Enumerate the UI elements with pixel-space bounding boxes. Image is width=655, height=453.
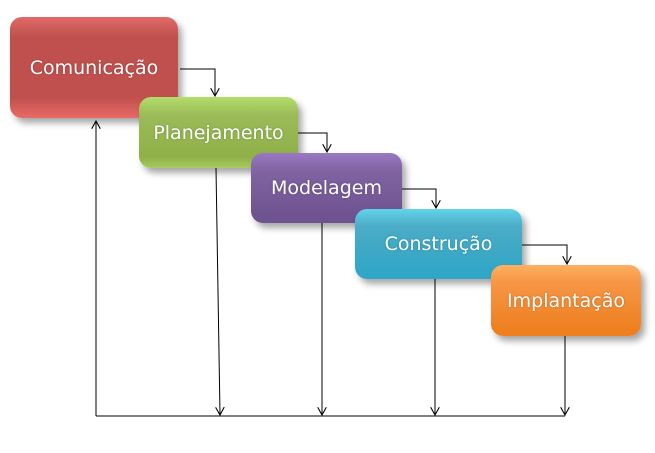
stage-modelagem: Modelagem bbox=[251, 153, 402, 223]
arrow-comunicacao-to-planejamento bbox=[180, 68, 215, 96]
stage-label: Planejamento bbox=[153, 121, 284, 144]
stage-label: Construção bbox=[384, 233, 493, 255]
stage-label: Comunicação bbox=[29, 56, 159, 79]
arrow-planejamento-to-modelagem bbox=[298, 132, 327, 152]
stage-label: Modelagem bbox=[271, 177, 382, 199]
arrow-modelagem-to-construcao bbox=[402, 188, 436, 208]
arrow-construcao-to-implantacao bbox=[522, 244, 567, 264]
stage-label: Implantação bbox=[507, 289, 625, 312]
stage-implantacao: Implantação bbox=[491, 265, 641, 336]
feedback-planejamento bbox=[216, 167, 220, 415]
